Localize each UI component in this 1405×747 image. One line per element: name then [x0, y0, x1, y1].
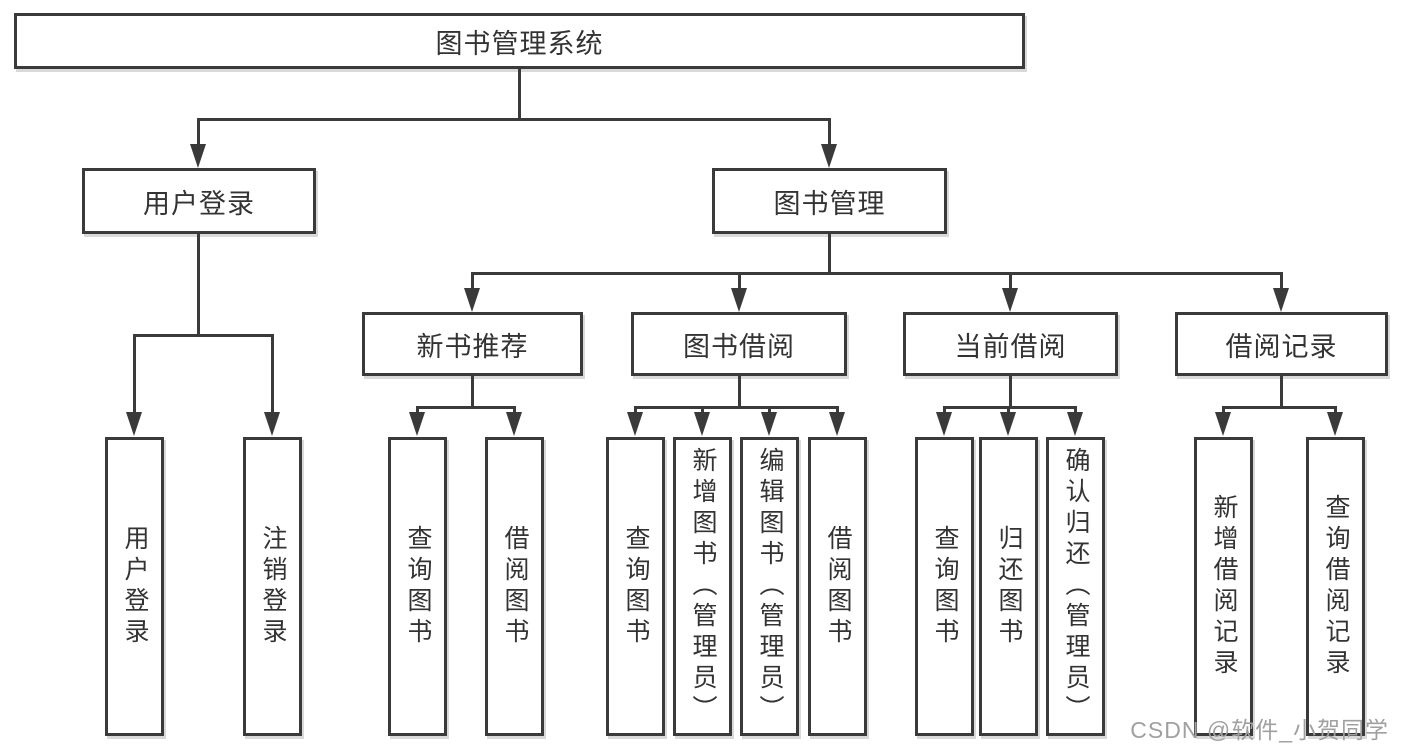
connector-borrow-records-stem — [1280, 272, 1283, 290]
arrowhead-leaf-return-books — [1000, 412, 1016, 436]
leaf-add-books-admin-label: 新增图书（管理员） — [689, 447, 717, 726]
connector-book-borrow-stub — [738, 376, 741, 409]
connector-root-stub — [518, 67, 521, 119]
arrowhead-leaf-query-books-borrow — [627, 412, 643, 436]
connector-leaf-logout-stem — [271, 334, 274, 414]
node-book-management: 图书管理 — [712, 168, 947, 234]
node-new-book-recommend: 新书推荐 — [362, 312, 583, 376]
arrowhead-leaf-add-books-admin — [694, 412, 710, 436]
arrowhead-leaf-add-borrow-record — [1215, 412, 1231, 436]
arrowhead-new-book-recommend — [464, 288, 480, 312]
arrowhead-leaf-query-borrow-record — [1327, 412, 1343, 436]
connector-user-login-stub — [197, 234, 200, 337]
leaf-query-books-borrow: 查询图书 — [606, 437, 665, 736]
connector-leaf-d1-stem — [943, 406, 946, 416]
arrowhead-book-management — [821, 144, 837, 168]
leaf-query-books-recommend: 查询图书 — [388, 437, 447, 736]
connector-borrow-records-splitter — [1222, 406, 1337, 409]
node-root-system: 图书管理系统 — [14, 13, 1025, 69]
leaf-borrow-books-recommend: 借阅图书 — [485, 437, 544, 736]
leaf-add-borrow-record: 新增借阅记录 — [1194, 437, 1253, 736]
connector-user-login-splitter — [133, 334, 274, 337]
leaf-borrow-books-recommend-label: 借阅图书 — [501, 524, 529, 649]
connector-leaf-b2-stem — [513, 406, 516, 416]
connector-level2-horizontal — [197, 118, 831, 121]
connector-book-borrow-splitter — [634, 406, 839, 409]
leaf-borrow-books: 借阅图书 — [808, 437, 867, 736]
connector-new-book-stem — [471, 272, 474, 290]
connector-user-login-stem — [197, 118, 200, 146]
connector-leaf-c4-stem — [836, 406, 839, 416]
leaf-logout-label: 注销登录 — [259, 524, 287, 649]
connector-leaf-b1-stem — [416, 406, 419, 416]
leaf-confirm-return-admin: 确认归还（管理员） — [1046, 437, 1105, 736]
arrowhead-borrow-records — [1273, 288, 1289, 312]
leaf-query-borrow-record-label: 查询借阅记录 — [1322, 493, 1350, 680]
leaf-query-books-recommend-label: 查询图书 — [404, 524, 432, 649]
leaf-query-books-current: 查询图书 — [915, 437, 974, 736]
arrowhead-leaf-query-books-current — [936, 412, 952, 436]
connector-leaf-c3-stem — [768, 406, 771, 416]
leaf-add-books-admin: 新增图书（管理员） — [673, 437, 732, 736]
connector-book-borrow-stem — [738, 272, 741, 290]
arrowhead-leaf-user-login — [126, 412, 142, 436]
connector-leaf-d3-stem — [1074, 406, 1077, 416]
connector-book-management-stem — [828, 118, 831, 146]
arrowhead-leaf-confirm-return-admin — [1067, 412, 1083, 436]
leaf-borrow-books-label: 借阅图书 — [824, 524, 852, 649]
arrowhead-leaf-query-books-recommend — [409, 412, 425, 436]
connector-book-management-stub — [828, 234, 831, 275]
connector-current-borrow-stub — [1009, 376, 1012, 409]
connector-leaf-e1-stem — [1222, 406, 1225, 416]
node-book-borrow: 图书借阅 — [631, 312, 847, 376]
leaf-user-login-label: 用户登录 — [121, 524, 149, 649]
connector-borrow-records-stub — [1280, 376, 1283, 409]
leaf-logout: 注销登录 — [243, 437, 302, 736]
arrowhead-current-borrow — [1002, 288, 1018, 312]
connector-current-borrow-splitter — [943, 406, 1077, 409]
leaf-return-books-label: 归还图书 — [995, 524, 1023, 649]
connector-leaf-d2-stem — [1007, 406, 1010, 416]
arrowhead-leaf-borrow-books-recommend — [506, 412, 522, 436]
connector-new-book-splitter — [416, 406, 516, 409]
leaf-user-login: 用户登录 — [105, 437, 164, 736]
connector-current-borrow-stem — [1009, 272, 1012, 290]
connector-level3-horizontal — [471, 272, 1283, 275]
connector-leaf-e2-stem — [1334, 406, 1337, 416]
arrowhead-book-borrow — [731, 288, 747, 312]
leaf-return-books: 归还图书 — [979, 437, 1038, 736]
node-user-login: 用户登录 — [82, 168, 316, 234]
arrowhead-leaf-borrow-books — [829, 412, 845, 436]
arrowhead-leaf-edit-books-admin — [761, 412, 777, 436]
arrowhead-leaf-logout — [264, 412, 280, 436]
leaf-query-books-borrow-label: 查询图书 — [622, 524, 650, 649]
node-current-borrow: 当前借阅 — [903, 312, 1118, 376]
arrowhead-user-login — [190, 144, 206, 168]
connector-leaf-c2-stem — [701, 406, 704, 416]
leaf-add-borrow-record-label: 新增借阅记录 — [1210, 493, 1238, 680]
leaf-edit-books-admin: 编辑图书（管理员） — [740, 437, 799, 736]
leaf-query-borrow-record: 查询借阅记录 — [1306, 437, 1365, 736]
connector-leaf-user-login-stem — [133, 334, 136, 414]
leaf-edit-books-admin-label: 编辑图书（管理员） — [756, 447, 784, 726]
node-borrow-records: 借阅记录 — [1175, 312, 1388, 376]
connector-new-book-stub — [471, 376, 474, 409]
leaf-query-books-current-label: 查询图书 — [931, 524, 959, 649]
csdn-watermark: CSDN @软件_小贺同学 — [1130, 717, 1389, 743]
connector-leaf-c1-stem — [634, 406, 637, 416]
leaf-confirm-return-admin-label: 确认归还（管理员） — [1062, 447, 1090, 726]
